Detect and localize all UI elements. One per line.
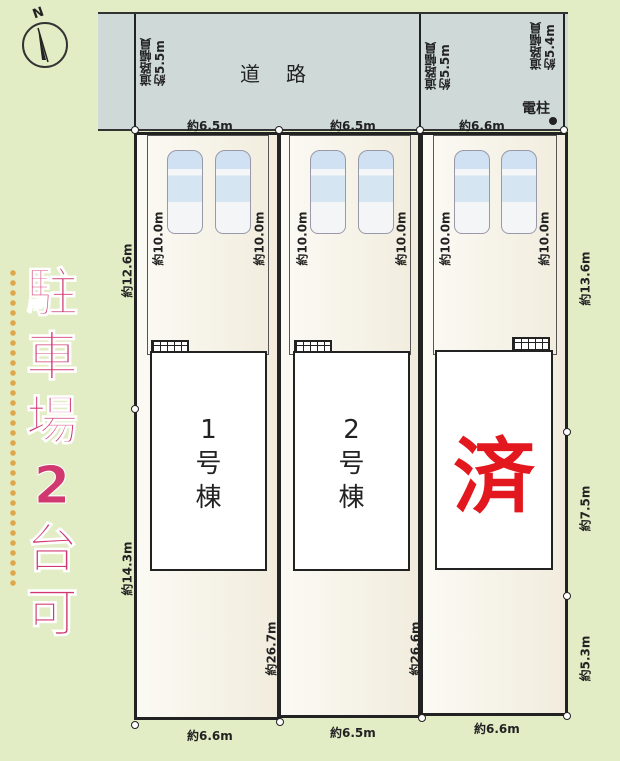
car-icon xyxy=(167,150,203,234)
road-width-caption: 道路幅員 xyxy=(529,22,543,70)
boundary-marker xyxy=(131,126,139,134)
road-width-left: 道路幅員 約5.5m xyxy=(139,38,167,86)
boundary-marker xyxy=(131,405,139,413)
house-1: 1 号 棟 xyxy=(150,351,267,571)
road-area xyxy=(98,12,568,131)
lot2-parking-depth-right: 約10.0m xyxy=(394,211,409,266)
lot2-depth-total: 約26.6m xyxy=(408,621,423,676)
lot1-depth-total: 約26.7m xyxy=(264,621,279,676)
house1-go: 号 xyxy=(195,449,222,479)
car-icon xyxy=(454,150,490,234)
house2-number: 2 xyxy=(343,415,360,445)
parking-banner: 駐 車 場 2 台 可 xyxy=(20,262,84,646)
lot2-parking-depth-left: 約10.0m xyxy=(295,211,310,266)
lot3-parking-depth-right: 約10.0m xyxy=(537,211,552,266)
lot1-side-upper: 約12.6m xyxy=(120,243,135,298)
banner-char: 可 xyxy=(25,584,78,645)
car-icon xyxy=(358,150,394,234)
lot3-frontage-bottom: 約6.6m xyxy=(474,722,520,736)
lot3-side-lower: 約5.3m xyxy=(578,635,593,682)
road-label: 道路 xyxy=(240,62,332,86)
lot1-parking-depth-right: 約10.0m xyxy=(252,211,267,266)
house2-go: 号 xyxy=(338,449,365,479)
banner-char: 2 xyxy=(33,456,71,517)
road-width-arrow-left xyxy=(134,14,136,129)
utility-pole-label: 電柱 xyxy=(522,101,550,117)
car-icon xyxy=(501,150,537,234)
compass-north-label: N xyxy=(30,4,47,23)
north-compass-icon xyxy=(22,22,68,68)
road-width-value: 約5.5m xyxy=(153,40,167,86)
car-icon xyxy=(215,150,251,234)
road-width-middle: 道路幅員 約5.5m xyxy=(424,42,452,90)
utility-pole-icon xyxy=(549,117,557,125)
road-width-value: 約5.4m xyxy=(543,24,557,70)
road-width-right: 道路幅員 約5.4m xyxy=(529,22,557,70)
lot3-side-middle: 約7.5m xyxy=(578,485,593,532)
road-width-arrow-middle xyxy=(419,14,421,129)
house1-tou: 棟 xyxy=(195,483,222,513)
house2-tou: 棟 xyxy=(338,483,365,513)
banner-dotted-line xyxy=(10,268,16,588)
boundary-marker xyxy=(560,126,568,134)
sold-mark: 済 xyxy=(452,430,535,525)
boundary-marker xyxy=(275,126,283,134)
boundary-marker xyxy=(563,592,571,600)
banner-char: 場 xyxy=(25,392,78,453)
lot3-frontage-top: 約6.6m xyxy=(459,119,505,133)
lot1-parking-depth-left: 約10.0m xyxy=(151,211,166,266)
boundary-marker xyxy=(418,714,426,722)
lot1-frontage-top: 約6.5m xyxy=(187,119,233,133)
house1-number: 1 xyxy=(200,415,217,445)
banner-char: 台 xyxy=(25,520,78,581)
house-2: 2 号 棟 xyxy=(293,351,410,571)
banner-char: 駐 xyxy=(25,264,78,325)
lot3-side-upper: 約13.6m xyxy=(578,251,593,306)
lot1-side-lower: 約14.3m xyxy=(120,541,135,596)
boundary-marker xyxy=(563,428,571,436)
lot1-frontage-bottom: 約6.6m xyxy=(187,729,233,743)
car-icon xyxy=(310,150,346,234)
boundary-marker xyxy=(131,721,139,729)
lot3-parking-depth-left: 約10.0m xyxy=(438,211,453,266)
lot2-frontage-top: 約6.5m xyxy=(330,119,376,133)
road-width-value: 約5.5m xyxy=(438,44,452,90)
road-width-arrow-right xyxy=(563,14,565,129)
lot2-frontage-bottom: 約6.5m xyxy=(330,726,376,740)
road-width-caption: 道路幅員 xyxy=(424,42,438,90)
boundary-marker xyxy=(416,126,424,134)
boundary-marker xyxy=(276,718,284,726)
house-3: 済 xyxy=(435,350,553,570)
road-width-caption: 道路幅員 xyxy=(139,38,153,86)
banner-char: 車 xyxy=(25,328,78,389)
boundary-marker xyxy=(563,712,571,720)
